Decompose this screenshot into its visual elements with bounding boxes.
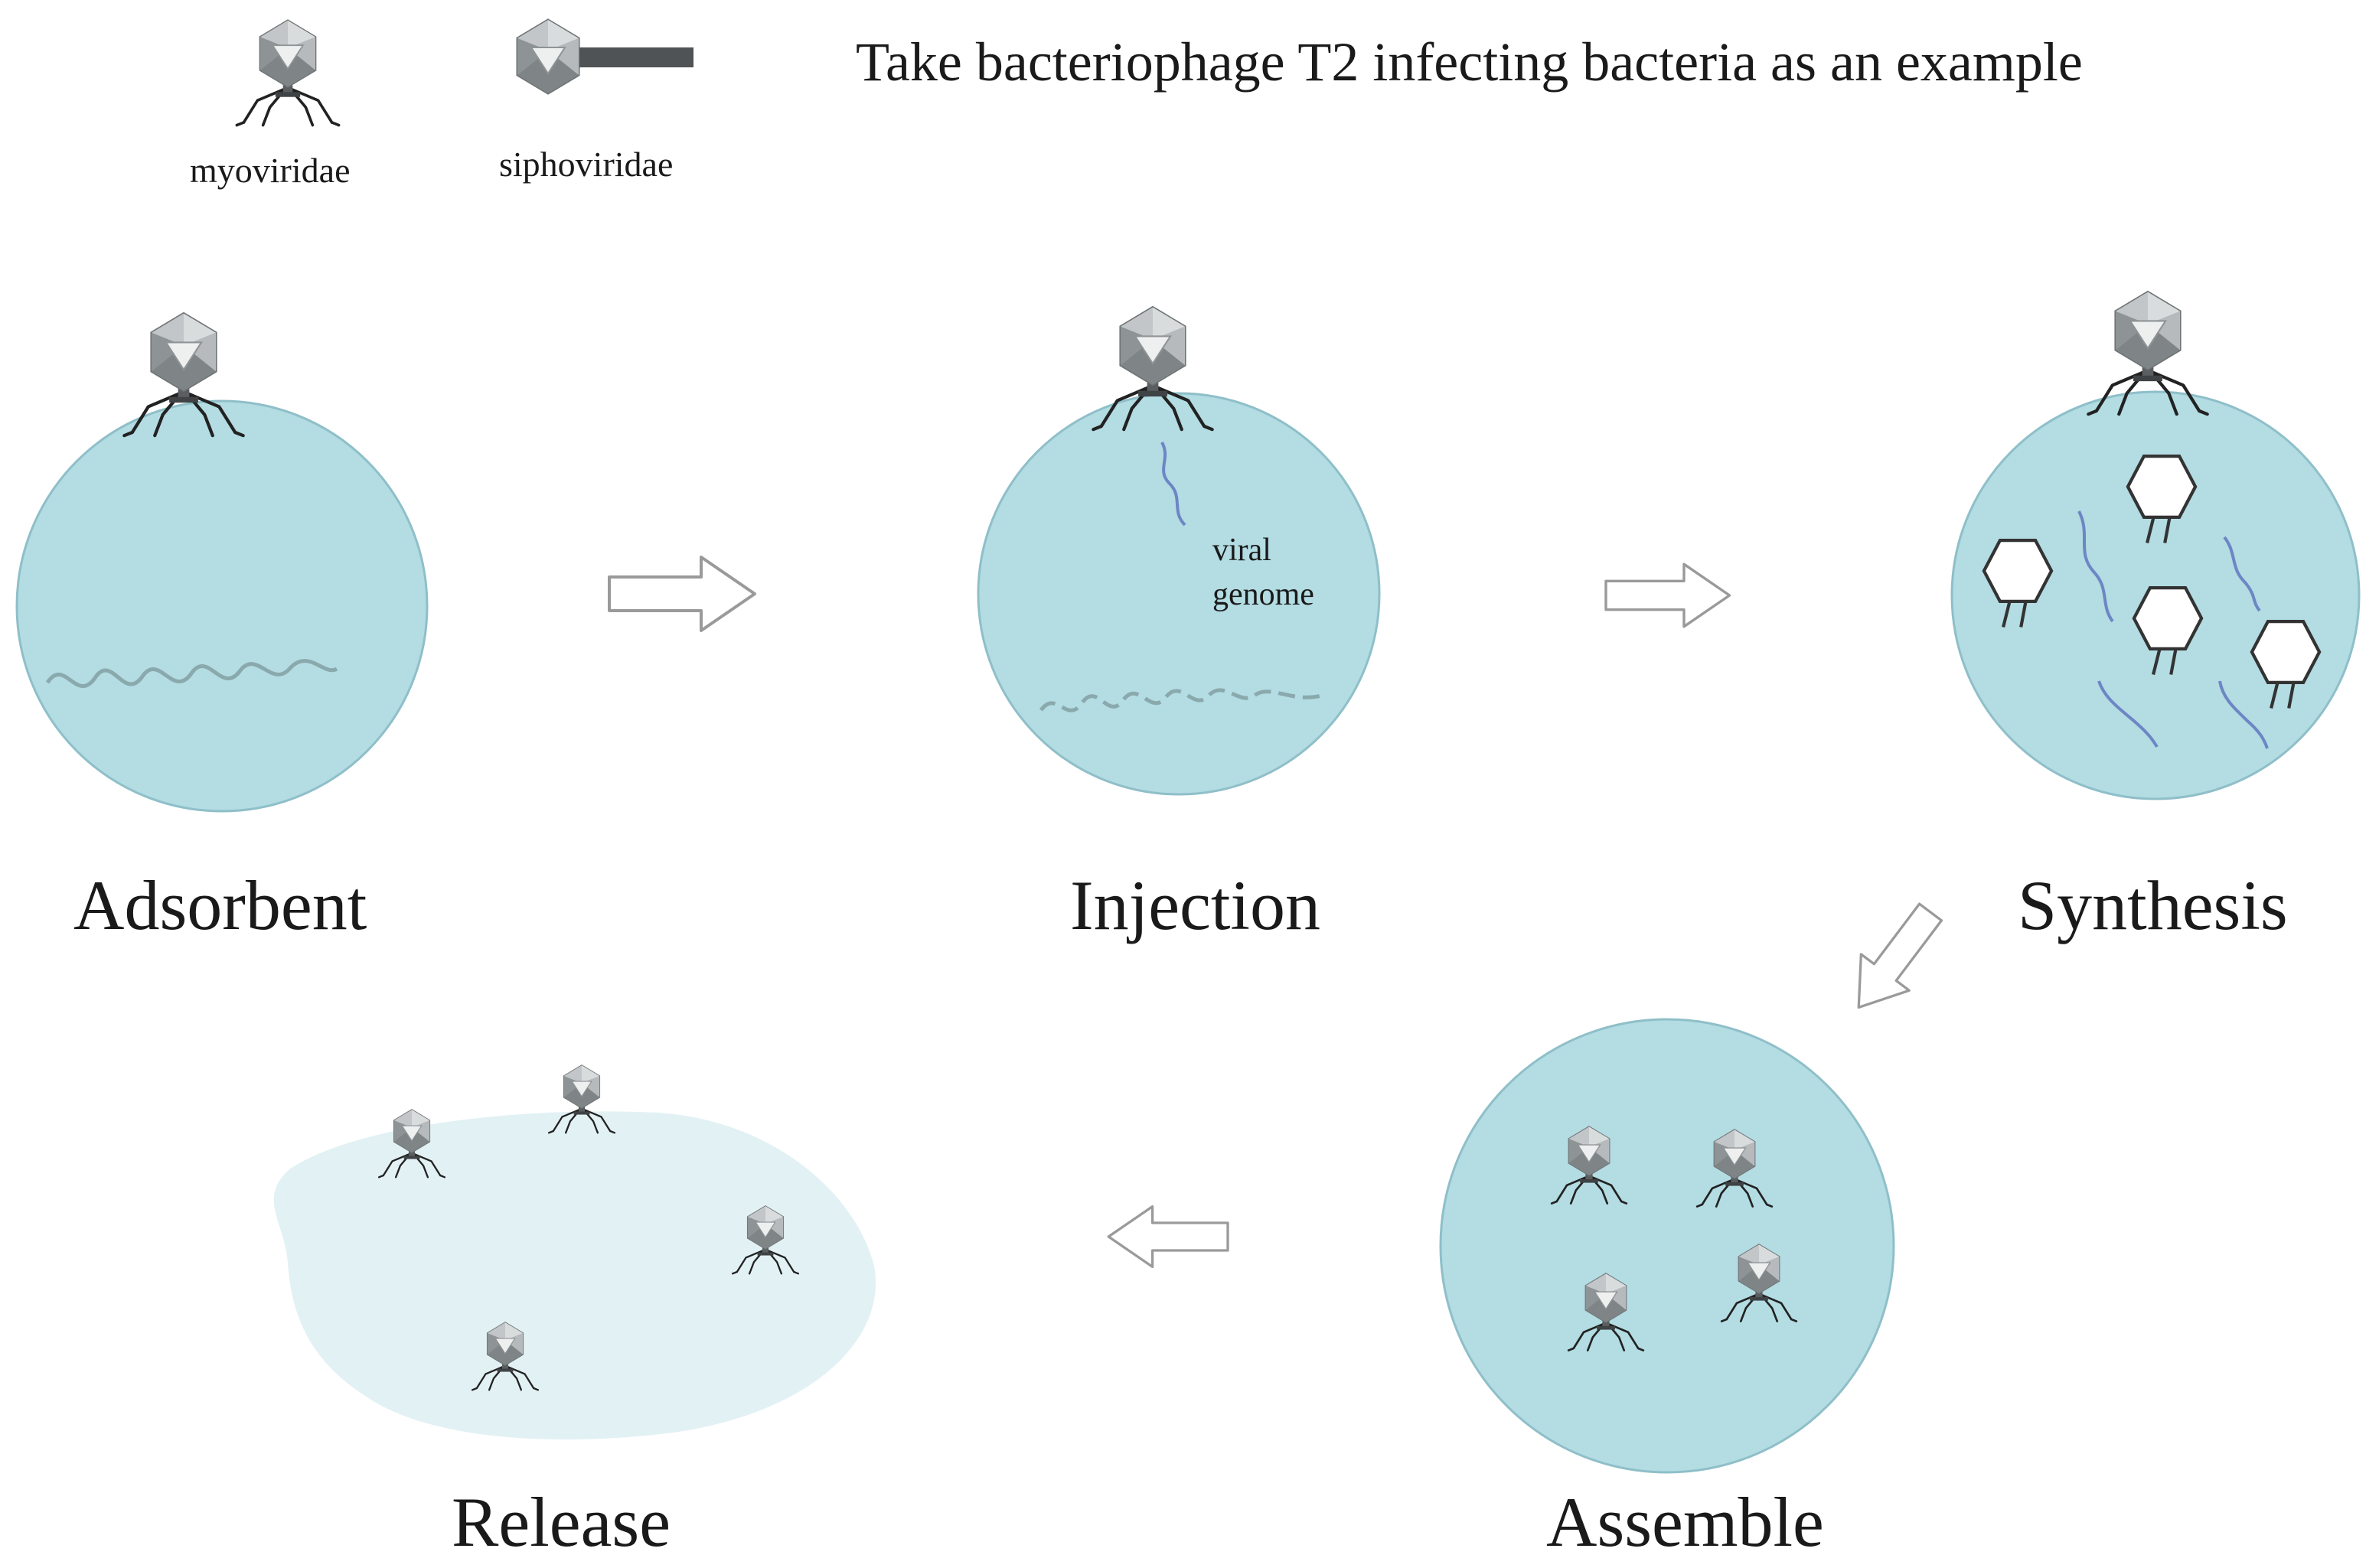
adsorbent-bacterial-dna	[45, 659, 338, 689]
siphoviridae-label: siphoviridae	[499, 145, 674, 184]
stage-label-injection: Injection	[1070, 866, 1320, 944]
arrow-adsorbent-to-injection	[608, 556, 756, 632]
viral-genome-label-line1: viral	[1212, 533, 1271, 568]
assemble-bacterium-cell	[1439, 1018, 1895, 1474]
viral-genome-label: viral genome	[1212, 528, 1314, 617]
stage-label-adsorbent: Adsorbent	[73, 866, 367, 944]
viral-genome-label-line2: genome	[1212, 577, 1314, 612]
stage-label-synthesis: Synthesis	[2018, 866, 2288, 944]
myoviridae-legend-icon	[235, 18, 341, 127]
release-lysed-cell	[273, 1111, 876, 1440]
injection-bacterium-cell	[977, 392, 1381, 796]
stage-label-assemble: Assemble	[1546, 1483, 1824, 1561]
myoviridae-label: myoviridae	[190, 151, 351, 190]
injection-bacterial-dna-fragmented	[1039, 688, 1325, 712]
arrow-injection-to-synthesis	[1604, 562, 1731, 628]
injection-viral-genome	[1160, 442, 1186, 526]
arrow-synthesis-to-assemble	[1833, 892, 1956, 1027]
stage-label-release: Release	[452, 1483, 671, 1561]
arrow-assemble-to-release	[1107, 1205, 1229, 1268]
siphoviridae-legend-icon	[516, 18, 695, 95]
diagram-title: Take bacteriophage T2 infecting bacteria…	[856, 31, 2083, 93]
synthesis-viral-genomes	[2077, 510, 2269, 749]
adsorbent-bacterium-cell	[15, 399, 429, 813]
